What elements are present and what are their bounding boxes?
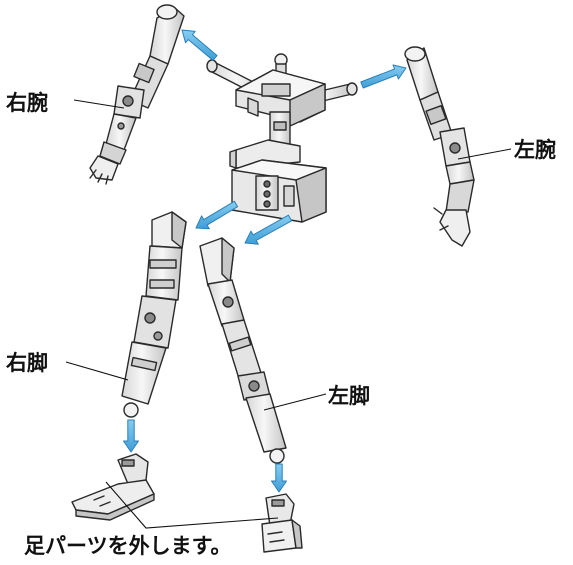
label-left-arm: 左腕 [514, 138, 556, 162]
arrow-right-arm [181, 29, 218, 61]
leader-left-arm [457, 148, 512, 160]
leader-lines [65, 99, 512, 529]
label-right-leg: 右脚 [6, 351, 48, 375]
arrow-left-arm [360, 64, 407, 89]
right-arm-part [89, 4, 185, 185]
torso-part [206, 53, 358, 223]
arrow-left-foot [271, 463, 287, 493]
caption-remove-feet: 足パーツを外します。 [24, 534, 231, 558]
label-left-leg: 左脚 [328, 384, 370, 408]
arrow-right-foot [123, 419, 139, 453]
leader-left-leg [263, 393, 327, 411]
right-leg-part [121, 211, 187, 418]
left-arm-part [404, 46, 475, 247]
label-right-arm: 右腕 [6, 91, 48, 115]
arrow-right-leg [195, 200, 239, 230]
arrow-left-leg [244, 214, 293, 245]
left-foot-part [261, 493, 303, 553]
leader-right-arm [73, 99, 125, 109]
leader-right-leg [65, 361, 129, 381]
right-foot-part [71, 453, 155, 521]
leader-caption-feet [105, 481, 279, 529]
left-leg-part [199, 237, 287, 464]
